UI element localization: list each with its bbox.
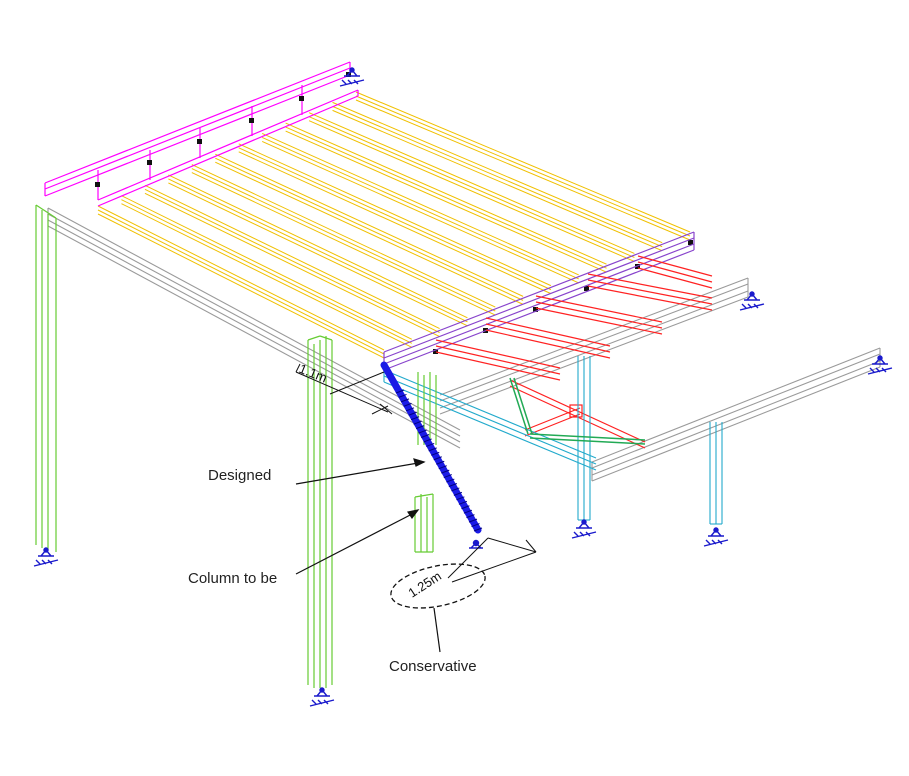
magenta-edge-beam <box>44 61 359 207</box>
roof-purlin-line <box>191 168 496 312</box>
conservative-ellipse <box>390 563 486 609</box>
supports <box>33 67 893 707</box>
strut-coil <box>428 447 437 452</box>
roof-purlin-line <box>215 153 524 297</box>
roof-purlin-line <box>121 199 413 344</box>
strut-coil <box>456 496 465 501</box>
strut-coil <box>408 411 417 416</box>
roof-beams <box>97 91 691 359</box>
label-conservative: Conservative <box>389 658 477 675</box>
roof-purlin-line <box>285 130 607 273</box>
roof-purlin-line <box>144 188 440 333</box>
strut-coil <box>418 429 427 434</box>
support-icon <box>309 687 335 707</box>
red-joists <box>435 255 713 449</box>
strut-coil <box>458 500 468 505</box>
strut-coil <box>410 416 420 421</box>
roof-purlin-line <box>285 122 607 265</box>
strut-coil <box>446 478 455 483</box>
strut-coil <box>441 469 450 474</box>
roof-purlin-line <box>144 192 440 337</box>
roof-purlin-line <box>144 184 440 329</box>
strut-coil <box>415 425 425 430</box>
support-icon <box>33 547 59 567</box>
strut-coil <box>451 487 460 492</box>
strut-coil <box>395 389 405 394</box>
roof-purlin-line <box>238 143 552 287</box>
purple-beam <box>383 231 695 371</box>
roof-purlin-line <box>308 116 635 258</box>
strut-coil <box>471 523 480 528</box>
roof-purlin-line <box>261 132 579 276</box>
roof-purlin-line <box>168 182 468 327</box>
roof-purlin-line <box>308 112 635 254</box>
green-columns <box>35 204 437 688</box>
strut-coil <box>398 393 407 398</box>
green-brace <box>509 377 646 445</box>
strut-coil <box>436 460 445 465</box>
roof-purlin-line <box>97 209 385 355</box>
strut-coil <box>438 465 447 470</box>
strut-coil <box>426 442 435 447</box>
roof-purlin-line <box>97 213 385 359</box>
support-icon <box>571 519 597 539</box>
roof-purlin-line <box>261 140 579 284</box>
roof-purlin-line <box>355 95 691 237</box>
strut-coil <box>433 456 442 461</box>
dimension-upper <box>295 363 393 415</box>
strut-coil <box>466 514 475 519</box>
roof-purlin-line <box>191 172 496 316</box>
roof-purlin-line <box>168 178 468 323</box>
label-designed: Designed <box>208 467 271 484</box>
strut-coil <box>468 518 478 523</box>
dimension-label-lower: 1.25m <box>405 568 443 600</box>
secondary-grey-beams <box>439 277 881 482</box>
main-grey-beam <box>47 207 461 449</box>
strut-coil <box>423 438 432 443</box>
support-icon <box>339 67 365 87</box>
strut-coil <box>453 491 463 496</box>
roof-purlin-line <box>215 161 524 305</box>
roof-purlin-line <box>285 126 607 269</box>
strut-coil <box>463 509 473 514</box>
designed-strut <box>380 361 483 534</box>
roof-purlin-line <box>332 101 663 244</box>
strut-coil <box>400 398 410 403</box>
roof-purlin-line <box>121 195 413 340</box>
roof-purlin-line <box>355 99 691 241</box>
roof-purlin-line <box>168 174 468 319</box>
strut-coil <box>473 527 483 532</box>
support-icon <box>703 527 729 547</box>
roof-purlin-line <box>308 120 635 262</box>
dimension-lower <box>447 537 537 583</box>
dimension-label-upper: 1.1m <box>297 361 329 386</box>
roof-purlin-line <box>261 136 579 280</box>
roof-purlin-line <box>238 151 552 295</box>
roof-purlin-line <box>332 105 663 248</box>
cyan-members <box>383 356 723 525</box>
support-icon <box>739 291 765 311</box>
strut-coil <box>420 434 430 438</box>
roof-purlin-line <box>238 147 552 291</box>
support-icon <box>867 355 893 375</box>
strut-coil <box>431 451 440 456</box>
strut-coil <box>448 483 458 487</box>
roof-purlin-line <box>215 157 524 301</box>
strut-coil <box>405 407 415 412</box>
support-icon <box>469 539 483 549</box>
strut-coil <box>403 402 412 407</box>
roof-purlin-line <box>191 164 496 308</box>
roof-purlin-line <box>121 203 413 348</box>
callout-leaders <box>295 458 441 653</box>
roof-purlin-line <box>355 91 691 233</box>
strut-coil <box>443 474 452 479</box>
roof-purlin-line <box>97 205 385 351</box>
strut-coil <box>413 420 422 425</box>
strut-coil <box>461 505 470 510</box>
label-column-to-be: Column to be <box>188 570 277 587</box>
roof-purlin-line <box>332 109 663 252</box>
